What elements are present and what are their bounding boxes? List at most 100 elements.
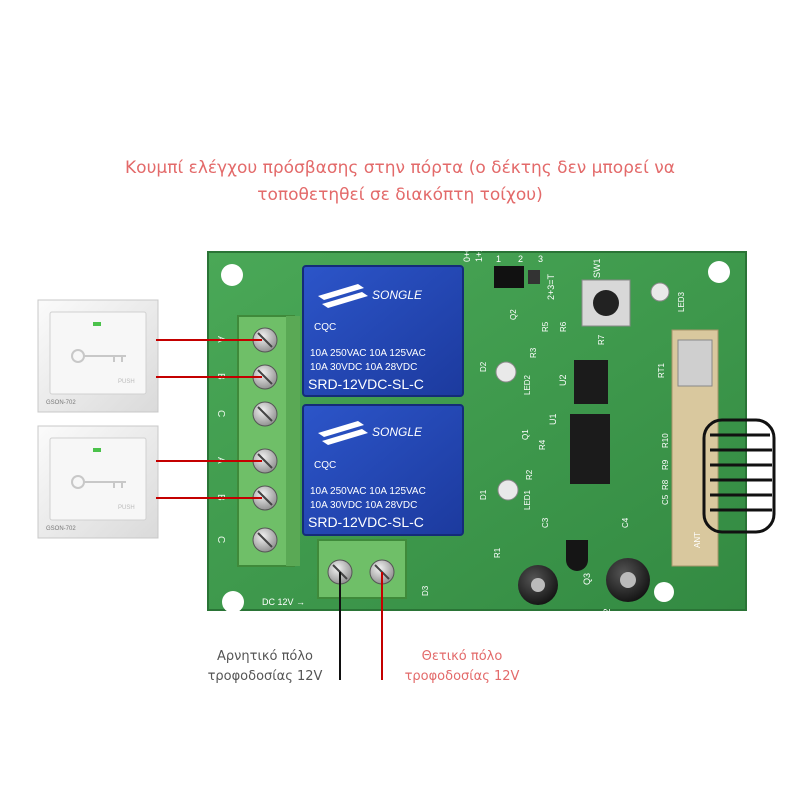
relay-2: SONGLE CQC 10A 250VAC 10A 125VAC 10A 30V… <box>302 404 464 536</box>
label-c1: C1 <box>512 612 522 624</box>
label-r7: R7 <box>597 334 606 345</box>
label-r6: R6 <box>559 321 568 332</box>
terminal-label: C <box>215 536 226 543</box>
label-u2: U2 <box>558 374 568 386</box>
wall-switch-1: PUSH GSON-702 <box>37 299 159 413</box>
mount-hole <box>708 261 730 283</box>
switch-model: GSON-702 <box>46 526 76 532</box>
terminal-screw <box>252 401 278 427</box>
songle-logo-icon <box>318 284 368 308</box>
label-r4: R4 <box>538 439 547 450</box>
jumper-number: 1 <box>496 254 501 264</box>
positive-caption-line-2: τροφοδοσίας 12V <box>404 669 520 684</box>
learn-button[interactable]: SW1 <box>581 258 631 327</box>
relay-model: SRD-12VDC-SL-C <box>308 514 424 530</box>
title-line-1: Κουμπί ελέγχου πρόσβασης στην πόρτα (ο δ… <box>125 158 675 178</box>
relay-rating-2: 10A 30VDC 10A 28VDC <box>310 500 417 511</box>
door-push-button[interactable] <box>49 437 147 521</box>
door-push-button[interactable] <box>49 311 147 395</box>
relay-rating-1: 10A 250VAC 10A 125VAC <box>310 348 426 359</box>
led-2: LED2 <box>495 361 532 395</box>
label-c5: C5 <box>661 494 670 505</box>
terminal-screw <box>252 527 278 553</box>
label-led1: LED1 <box>523 489 532 510</box>
title-line-2: τοποθετηθεί σε διακόπτη τοίχου) <box>257 185 543 205</box>
label-r1: R1 <box>493 547 502 558</box>
jumper-cap[interactable] <box>494 266 524 288</box>
plus-sign: + <box>384 609 391 623</box>
label-r5: R5 <box>541 321 550 332</box>
key-icon <box>71 349 126 363</box>
label-d2: D2 <box>479 361 488 372</box>
label-c4: C4 <box>621 517 630 528</box>
label-r9: R9 <box>661 459 670 470</box>
relay-cqc: CQC <box>314 460 336 471</box>
label-led2: LED2 <box>523 374 532 395</box>
mount-hole <box>222 591 244 613</box>
title: Κουμπί ελέγχου πρόσβασης στην πόρτα (ο δ… <box>40 155 760 209</box>
negative-caption-line-1: Αρνητικό πόλο <box>216 649 314 664</box>
component-labels: D1 D2 D3 Q1 Q2 R1 R2 R3 R4 R5 R6 R7 R8 R… <box>421 309 702 596</box>
minus-sign: − <box>344 609 351 623</box>
jumper-number: 2 <box>518 254 523 264</box>
mount-hole <box>221 264 243 286</box>
label-ant: ANT <box>693 532 702 548</box>
negative-caption-line-2: τροφοδοσίας 12V <box>207 669 323 684</box>
led-1: LED1 <box>497 479 532 510</box>
relay-brand: SONGLE <box>372 425 423 439</box>
rf-receiver-module <box>671 329 719 567</box>
positive-caption: Θετικό πόλο τροφοδοσίας 12V <box>382 647 542 687</box>
mode-label: 0+0=M <box>462 234 472 262</box>
label-d3: D3 <box>421 585 430 596</box>
sw-label: SW1 <box>592 258 602 278</box>
mode-jumper: 0+0=M 1+2=L 2+3=T 1 2 3 <box>462 234 556 300</box>
label-r10: R10 <box>661 433 670 448</box>
ic-u1: U1 <box>548 413 610 484</box>
label-r3: R3 <box>529 347 538 358</box>
electrolytic-capacitor-c2: C2 <box>602 558 650 620</box>
relay-cqc: CQC <box>314 322 336 333</box>
relay-brand: SONGLE <box>372 288 423 302</box>
relay-model: SRD-12VDC-SL-C <box>308 376 424 392</box>
label-c3: C3 <box>541 517 550 528</box>
ic-u2: U2 <box>558 360 608 404</box>
switch-model: GSON-702 <box>46 400 76 406</box>
positive-caption-line-1: Θετικό πόλο <box>421 649 503 664</box>
label-r2: R2 <box>525 469 534 480</box>
indicator-led <box>93 448 101 452</box>
negative-caption: Αρνητικό πόλο τροφοδοσίας 12V <box>190 647 340 687</box>
led-3: LED3 <box>650 282 686 312</box>
antenna-coil-icon <box>702 418 776 534</box>
label-u1: U1 <box>548 413 558 425</box>
label-q2: Q2 <box>509 309 518 320</box>
label-rt1: RT1 <box>657 362 666 378</box>
terminal-block-power: DC 12V → − + <box>262 539 407 623</box>
label-q1: Q1 <box>521 429 530 440</box>
jumper-number: 3 <box>538 254 543 264</box>
label-r8: R8 <box>661 479 670 490</box>
wall-switch-2: PUSH GSON-702 <box>37 425 159 539</box>
terminal-screw <box>252 448 278 474</box>
relay-1: SONGLE CQC 10A 250VAC 10A 125VAC 10A 30V… <box>302 265 464 397</box>
label-c2: C2 <box>602 608 612 620</box>
indicator-led <box>93 322 101 326</box>
songle-logo-icon <box>318 421 368 445</box>
mode-label: 2+3=T <box>546 273 556 300</box>
label-led3: LED3 <box>677 291 686 312</box>
relay-rating-2: 10A 30VDC 10A 28VDC <box>310 362 417 373</box>
dc-label: DC 12V → <box>262 597 305 607</box>
crystal <box>677 339 713 387</box>
label-d1: D1 <box>479 489 488 500</box>
mode-label: 1+2=L <box>474 236 484 262</box>
transistor-q3: Q3 <box>566 540 592 585</box>
push-label: PUSH <box>118 505 135 511</box>
electrolytic-capacitor-c1: C1 <box>512 565 558 624</box>
key-icon <box>71 475 126 489</box>
relay-rating-1: 10A 250VAC 10A 125VAC <box>310 486 426 497</box>
push-label: PUSH <box>118 379 135 385</box>
push-button-icon <box>593 290 619 316</box>
terminal-block-outputs: A B C A B C <box>215 315 300 567</box>
wires <box>156 339 383 680</box>
mount-hole <box>654 582 674 602</box>
